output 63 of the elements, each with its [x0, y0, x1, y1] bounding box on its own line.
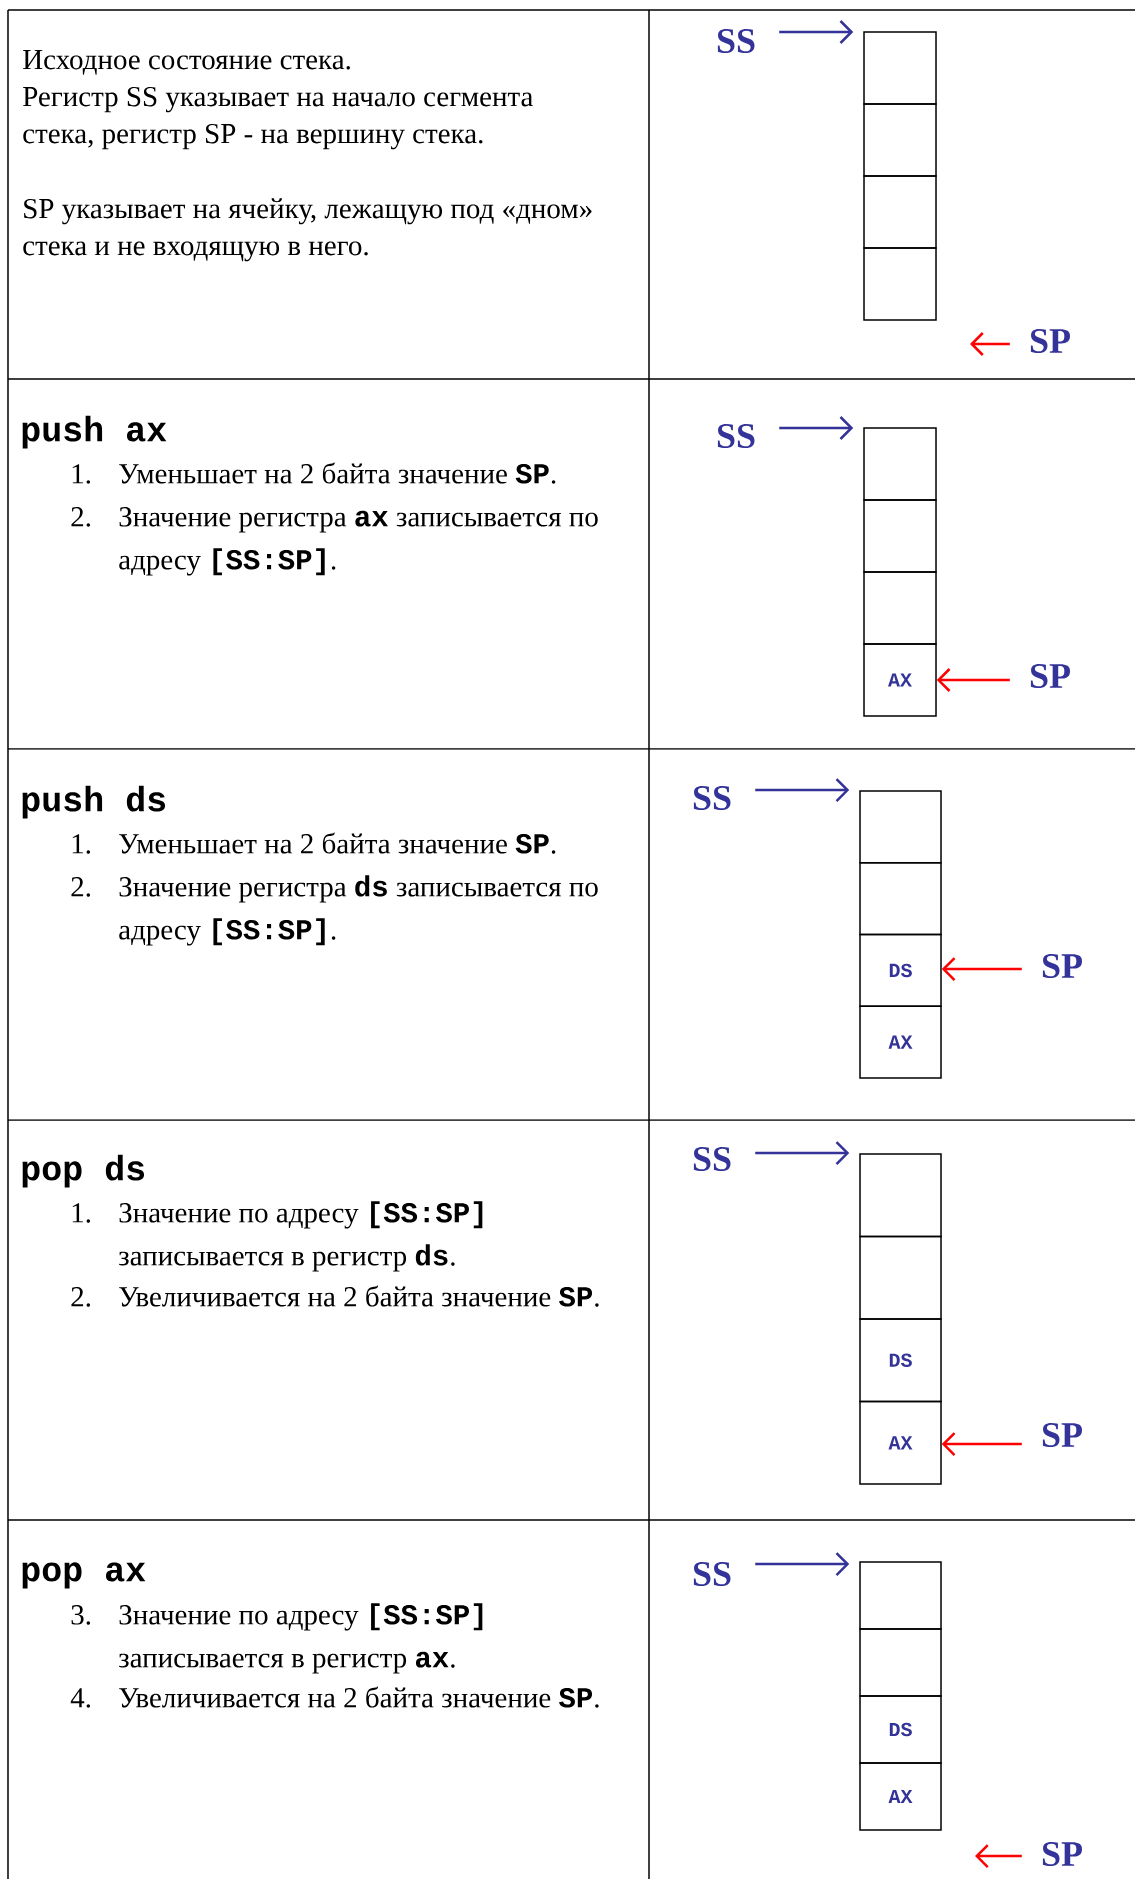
stack-cell	[859, 790, 942, 864]
list-number: 2.	[71, 1287, 91, 1307]
list-item: Значение по адресу [SS:SP] записывается в регистр ax.	[119, 1603, 483, 1674]
stack-cell	[859, 1628, 942, 1697]
register-label: SS	[717, 423, 755, 449]
arrow	[755, 1552, 850, 1576]
stack-cell: DS	[859, 1695, 942, 1764]
instruction-heading: push ax	[22, 415, 167, 449]
arrow	[941, 1432, 1022, 1456]
stack-cell	[863, 175, 937, 249]
stack-cell	[863, 247, 937, 321]
list-item: Уменьшает на 2 байта значение SP.	[119, 462, 556, 484]
stack-cell: AX	[863, 643, 937, 717]
list-number: 1.	[72, 1203, 91, 1223]
list-item: Увеличивается на 2 байта значение SP.	[119, 1285, 599, 1307]
register-label: SP	[1030, 328, 1070, 354]
register-label: SP	[1042, 1422, 1082, 1448]
list-number: 3.	[71, 1605, 91, 1625]
list-item: Значение по адресу [SS:SP] записывается в регистр ds.	[119, 1201, 483, 1272]
stack-cell	[859, 1153, 942, 1238]
register-label: SP	[1042, 953, 1082, 979]
arrow	[779, 20, 854, 44]
description-text: SP указывает на ячейку, лежащую под «дном» стека и не входящую в него.	[23, 198, 592, 262]
stack-cell	[859, 1561, 942, 1630]
arrow	[970, 332, 1010, 356]
stack-cell: DS	[859, 1318, 942, 1403]
register-label: SS	[693, 1561, 731, 1587]
stack-cell: DS	[859, 933, 942, 1008]
list-item: Значение регистра ds записывается по адресу [SS:SP].	[119, 875, 598, 946]
stack-cell	[859, 1235, 942, 1320]
register-label: SP	[1030, 663, 1070, 689]
stack-cell	[863, 427, 937, 501]
list-number: 2.	[71, 507, 91, 527]
stack-cell	[863, 103, 937, 177]
instruction-heading: pop ax	[22, 1562, 146, 1589]
arrow	[975, 1844, 1022, 1868]
register-label: SP	[1042, 1841, 1082, 1867]
arrow	[936, 668, 1010, 692]
arrow	[779, 416, 854, 440]
stack-cell: AX	[859, 1005, 942, 1079]
list-number: 1.	[72, 464, 91, 484]
list-number: 1.	[72, 834, 91, 854]
arrow	[755, 1141, 850, 1165]
list-number: 2.	[71, 877, 91, 897]
instruction-heading: push ds	[22, 785, 166, 819]
stack-cell: AX	[859, 1762, 942, 1831]
list-number: 4.	[70, 1688, 91, 1708]
list-item: Уменьшает на 2 байта значение SP.	[119, 832, 556, 854]
register-label: SS	[693, 785, 731, 811]
description-text: Исходное состояние стека.	[23, 50, 350, 75]
description-text: Регистр SS указывает на начало сегмента стека, регистр SP - на вершину стека.	[23, 86, 533, 150]
arrow	[941, 957, 1022, 981]
list-item: Значение регистра ax записывается по адресу [SS:SP].	[119, 507, 598, 576]
arrow	[755, 778, 850, 802]
register-label: SS	[717, 28, 755, 54]
stack-cell	[863, 31, 937, 105]
stack-cell	[863, 571, 937, 645]
list-item: Увеличивается на 2 байта значение SP.	[119, 1686, 599, 1708]
register-label: SS	[693, 1146, 731, 1172]
instruction-heading: pop ds	[22, 1154, 145, 1188]
stack-cell: AX	[859, 1400, 942, 1485]
stack-cell	[859, 861, 942, 936]
stack-cell	[863, 499, 937, 573]
